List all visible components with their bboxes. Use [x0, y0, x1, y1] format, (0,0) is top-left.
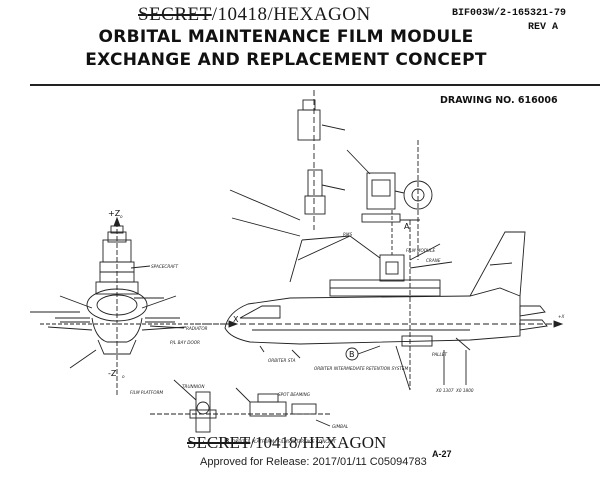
axis-label-z-bottom: -Z: [108, 369, 117, 378]
revision-label: REV A: [528, 22, 559, 33]
classification-marking-bottom: SECRET/10418/HEXAGON: [187, 433, 386, 453]
axis-label-x: X: [233, 315, 239, 324]
classification-suffix-bottom: /10418/HEXAGON: [250, 433, 387, 452]
detail-b-caption: ORBITER PLATFORM / FILMS INTERFACE CONCE…: [232, 439, 336, 444]
side-view-orbiter: [195, 189, 564, 391]
axis-label-z-top-sub: o: [120, 214, 123, 219]
title-line-2: EXCHANGE AND REPLACEMENT CONCEPT: [85, 50, 487, 70]
diagram-labels: +Z o -Z o X +X SPACECRAFT RADIATOR P/L B…: [108, 209, 565, 446]
drawing-number: DRAWING NO. 616006: [440, 95, 558, 106]
axis-label-z-bottom-sub: o: [122, 374, 125, 379]
label-x-station-1: X0 1307: [435, 388, 454, 393]
label-x-station-2: X0 1800: [455, 388, 474, 393]
label-retention-system: ORBITER INTERMEDIATE RETENTION SYSTEM: [314, 366, 409, 371]
classification-marking-top: SECRET/10418/HEXAGON: [138, 4, 371, 26]
label-crane: CRANE: [426, 258, 441, 263]
label-radiator: RADIATOR: [186, 326, 208, 331]
page-number: A-27: [432, 449, 452, 459]
section-marker-a: A: [404, 222, 410, 231]
detail-view-b: [150, 379, 331, 433]
label-orbiter-station: ORBITER STA: [268, 358, 296, 363]
rms-exchange-view: [297, 90, 346, 230]
classification-suffix: /10418/HEXAGON: [211, 4, 371, 25]
label-pallet: PALLET: [432, 352, 447, 357]
label-film-platform: FILM PLATFORM: [130, 390, 164, 395]
label-spot-beaming: SPOT BEAMING: [278, 392, 311, 397]
label-film-module: FILM MODULE: [406, 248, 435, 253]
axis-label-z-top: +Z: [108, 209, 121, 218]
section-marker-b: B: [349, 350, 355, 359]
label-rms: RMS: [343, 232, 353, 237]
label-trunnion: TRUNNION: [182, 384, 205, 389]
struck-classification-word: SECRET: [138, 4, 212, 25]
label-gimbal: GIMBAL: [332, 424, 349, 429]
label-spacecraft: SPACECRAFT: [151, 264, 179, 269]
axis-label-x-right: +X: [558, 314, 565, 319]
release-stamp: Approved for Release: 2017/01/11 C050947…: [200, 456, 427, 468]
detail-marker-b: B: [224, 437, 230, 446]
struck-classification-word-bottom: SECRET: [187, 433, 251, 452]
header-rule: [30, 84, 600, 86]
title-line-1: ORBITAL MAINTENANCE FILM MODULE: [98, 27, 474, 47]
film-module-rotation-view: [346, 140, 433, 260]
front-view-orbiter: [30, 216, 239, 395]
label-bay-door: P/L BAY DOOR: [170, 340, 200, 345]
document-number: BIF003W/2-165321-79: [452, 8, 567, 19]
